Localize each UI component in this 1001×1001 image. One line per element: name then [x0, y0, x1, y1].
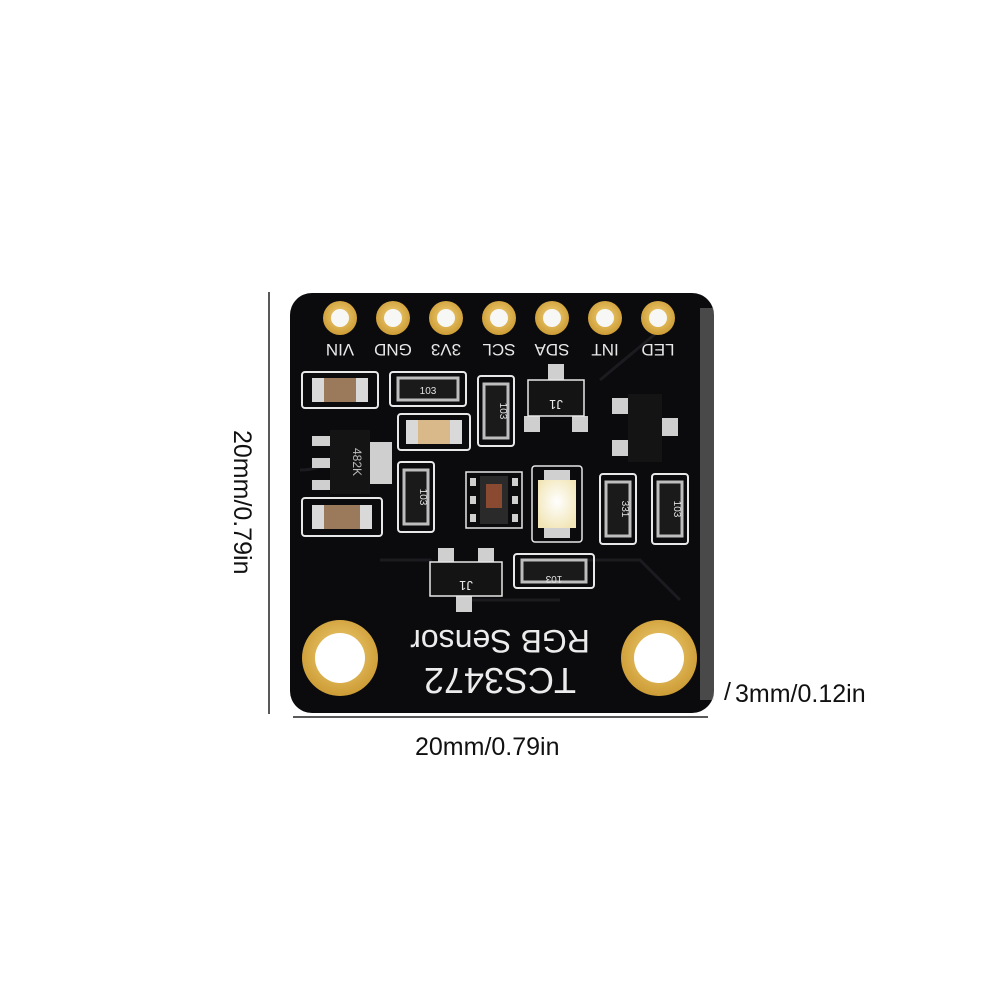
resistor: 331: [599, 473, 637, 545]
pin-labels: VIN GND 3V3 SCL SDA INT LED: [326, 340, 675, 359]
pin-pad: [323, 301, 357, 335]
voltage-regulator: 482K: [312, 430, 392, 494]
pin-label-led: LED: [641, 340, 674, 359]
transistor: J1: [524, 364, 588, 432]
capacitor: [301, 371, 379, 409]
resistor-code: 103: [545, 573, 562, 584]
pin-label-gnd: GND: [374, 340, 412, 359]
pin-label-sda: SDA: [534, 340, 570, 359]
capacitor: [397, 413, 471, 451]
width-dimension-label: 20mm/0.79in: [415, 733, 560, 761]
resistor-code: 331: [619, 501, 630, 518]
pin-pad: [588, 301, 622, 335]
resistor-code: 103: [417, 489, 428, 506]
header-pins: [323, 301, 675, 335]
hole-dimension-slash: /: [724, 678, 731, 706]
color-sensor-chip: [465, 471, 523, 529]
white-led: [531, 465, 583, 543]
resistor-code: 103: [671, 501, 682, 518]
capacitor: [301, 497, 383, 537]
pin-label-vin: VIN: [326, 340, 354, 359]
resistor: 103: [513, 553, 595, 589]
regulator-code: 482K: [350, 448, 364, 476]
resistor: 103: [397, 461, 435, 533]
transistor: [612, 394, 678, 462]
pin-pad: [376, 301, 410, 335]
hole-dimension-label: 3mm/0.12in: [735, 680, 866, 708]
resistor: 103: [389, 371, 467, 407]
resistor-code: 103: [497, 403, 508, 420]
pin-pad: [641, 301, 675, 335]
board-subtitle: RGB Sensor: [410, 623, 590, 659]
height-dimension-label: 20mm/0.79in: [228, 430, 256, 575]
resistor-code: 103: [420, 386, 437, 397]
pin-label-int: INT: [591, 340, 618, 359]
transistor-code: J1: [459, 578, 473, 593]
resistor: 103: [651, 473, 689, 545]
mounting-hole: [302, 620, 378, 696]
pin-pad: [482, 301, 516, 335]
pin-pad: [429, 301, 463, 335]
pin-label-scl: SCL: [482, 340, 515, 359]
pin-label-3v3: 3V3: [431, 340, 461, 359]
transistor: J1: [429, 548, 503, 612]
pin-pad: [535, 301, 569, 335]
resistor: 103: [477, 375, 515, 447]
mounting-hole: [621, 620, 697, 696]
transistor-code: J1: [549, 397, 563, 412]
board-title: TCS3472: [424, 660, 576, 701]
